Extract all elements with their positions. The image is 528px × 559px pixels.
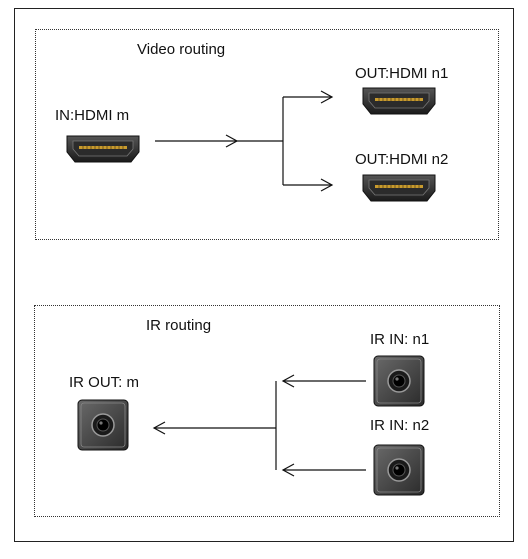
ir-input-n2-label: IR IN: n2 <box>370 417 430 434</box>
n1-arrowhead <box>320 90 334 104</box>
output-arrowhead <box>152 421 166 435</box>
n1-merge-arrowhead <box>281 374 295 388</box>
hdmi-output-n1-port-icon <box>362 87 436 115</box>
hdmi-output-n2-label: OUT:HDMI n2 <box>355 151 449 168</box>
n2-arrowhead <box>320 178 334 192</box>
ir-input-n1-label: IR IN: n1 <box>370 331 430 348</box>
hdmi-output-n2-port-icon <box>362 174 436 202</box>
ir-input-n2-jack-icon <box>373 444 425 496</box>
ir-routing-section <box>34 305 500 517</box>
ir-output-jack-icon <box>77 399 129 451</box>
hdmi-input-port-icon <box>66 135 140 163</box>
video-routing-section <box>35 29 499 240</box>
ir-input-n1-jack-icon <box>373 355 425 407</box>
hdmi-output-n1-label: OUT:HDMI n1 <box>355 65 449 82</box>
hdmi-input-label: IN:HDMI m <box>55 107 130 124</box>
video-routing-arrows <box>155 90 334 192</box>
ir-routing-title: IR routing <box>146 317 212 334</box>
video-routing-title: Video routing <box>137 41 226 58</box>
outer-frame <box>14 8 514 542</box>
ir-routing-arrows <box>152 374 366 477</box>
n2-merge-arrowhead <box>281 463 295 477</box>
ir-output-label: IR OUT: m <box>69 374 139 391</box>
